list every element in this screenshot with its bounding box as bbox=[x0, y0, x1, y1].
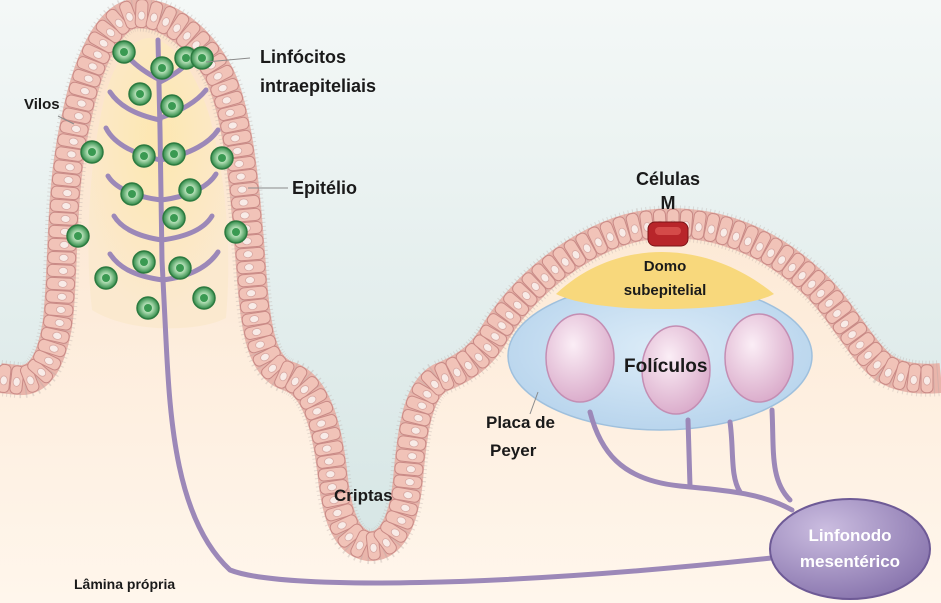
lymphocyte-nucleus bbox=[158, 64, 166, 72]
epithelial-cell bbox=[239, 286, 268, 301]
lymphocyte-nucleus bbox=[140, 258, 148, 266]
epithelial-cell bbox=[46, 290, 75, 304]
follicle bbox=[546, 314, 614, 402]
lymphocyte-nucleus bbox=[186, 186, 194, 194]
lymphocyte-nucleus bbox=[170, 150, 178, 158]
crypts-label: Criptas bbox=[334, 485, 393, 506]
epithelial-cell bbox=[44, 303, 73, 317]
subepithelial-dome-label-line2: subepitelial bbox=[600, 282, 730, 301]
epithelial-cell bbox=[47, 264, 75, 277]
lymphocyte-nucleus bbox=[144, 304, 152, 312]
epithelium-label: Epitélio bbox=[292, 177, 357, 200]
lymphocyte-nucleus bbox=[218, 154, 226, 162]
epithelial-cell bbox=[52, 173, 81, 188]
m-cell-highlight bbox=[655, 227, 681, 235]
villi-label: Vilos bbox=[24, 96, 60, 115]
lymphocyte-nucleus bbox=[182, 54, 190, 62]
epithelial-cell bbox=[47, 251, 75, 264]
subepithelial-dome-label-line1: Domo bbox=[600, 258, 730, 277]
lymphocyte-nucleus bbox=[102, 274, 110, 282]
lymphocyte-nucleus bbox=[170, 214, 178, 222]
epithelial-cell bbox=[393, 474, 422, 489]
lymphocyte-nucleus bbox=[88, 148, 96, 156]
lymphocyte-nucleus bbox=[74, 232, 82, 240]
epithelial-cell bbox=[231, 195, 260, 210]
epithelial-cell bbox=[921, 365, 933, 393]
epithelial-cell bbox=[50, 199, 79, 213]
mesenteric-lymph-node bbox=[770, 499, 930, 599]
lymph-node-label-line1: Linfonodo bbox=[780, 525, 920, 546]
lymphocyte-nucleus bbox=[200, 294, 208, 302]
lymphocyte-nucleus bbox=[176, 264, 184, 272]
lymphocyte-nucleus bbox=[128, 190, 136, 198]
epithelial-cell bbox=[237, 260, 266, 274]
peyer-patch-label-line2: Peyer bbox=[490, 440, 536, 461]
intraepithelial-lymphocytes-label-line1: Linfócitos bbox=[260, 46, 346, 69]
lymphocyte-nucleus bbox=[198, 54, 206, 62]
epithelial-cell bbox=[46, 277, 75, 290]
epithelial-cell bbox=[230, 182, 259, 197]
lymphocyte-nucleus bbox=[120, 48, 128, 56]
epithelial-cell bbox=[236, 247, 265, 261]
lymphocyte-nucleus bbox=[140, 152, 148, 160]
lymphocyte-nucleus bbox=[168, 102, 176, 110]
epithelial-cell bbox=[49, 212, 78, 226]
peyer-patch-label-line1: Placa de bbox=[486, 412, 555, 433]
m-cells-label-line2: M bbox=[618, 192, 718, 215]
lymph-node-label-line2: mesentérico bbox=[780, 551, 920, 572]
lamina-propria-label: Lâmina própria bbox=[74, 576, 175, 594]
m-cells-label-line1: Células bbox=[618, 168, 718, 191]
epithelial-cell bbox=[238, 273, 267, 287]
epithelial-cell bbox=[51, 186, 80, 200]
follicles-label: Folículos bbox=[624, 355, 707, 379]
lymphocyte-nucleus bbox=[136, 90, 144, 98]
lymphocyte-nucleus bbox=[232, 228, 240, 236]
follicle bbox=[725, 314, 793, 402]
epithelial-cell bbox=[394, 462, 423, 476]
intraepithelial-lymphocytes-label-line2: intraepiteliais bbox=[260, 75, 376, 98]
